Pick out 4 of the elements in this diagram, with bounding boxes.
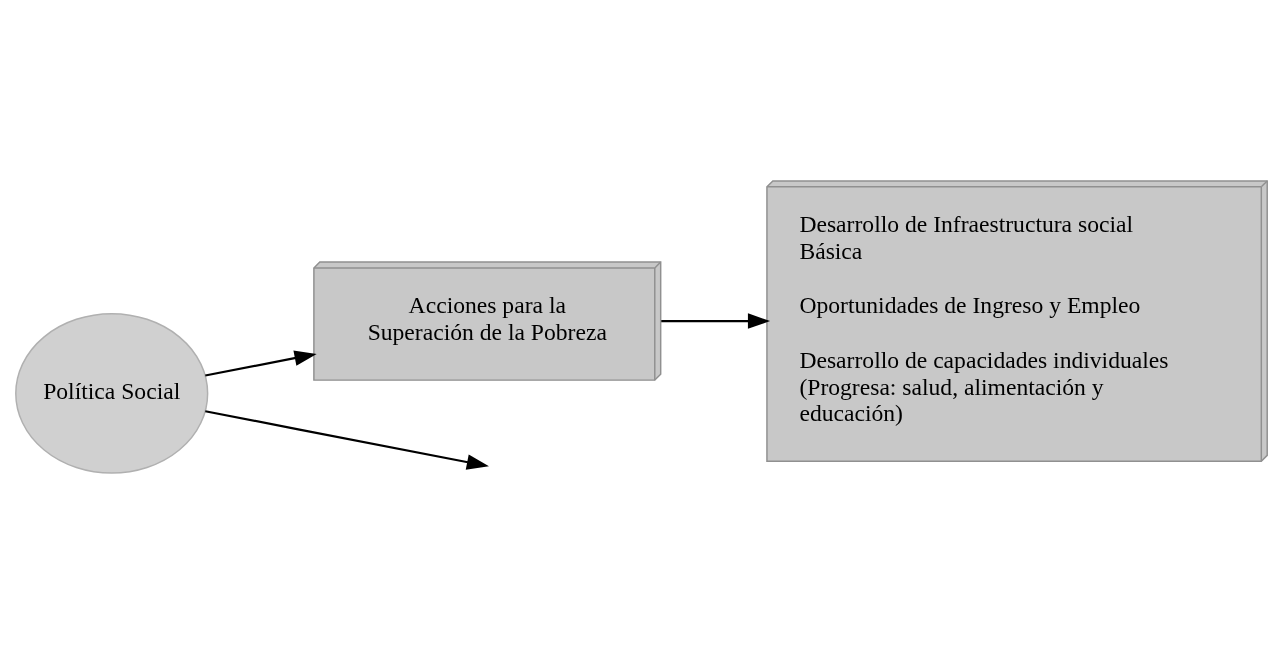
- node-ellipse: Política Social: [15, 312, 209, 474]
- arrow: [205, 409, 489, 470]
- arrow: [661, 312, 771, 329]
- arrow: [205, 350, 317, 377]
